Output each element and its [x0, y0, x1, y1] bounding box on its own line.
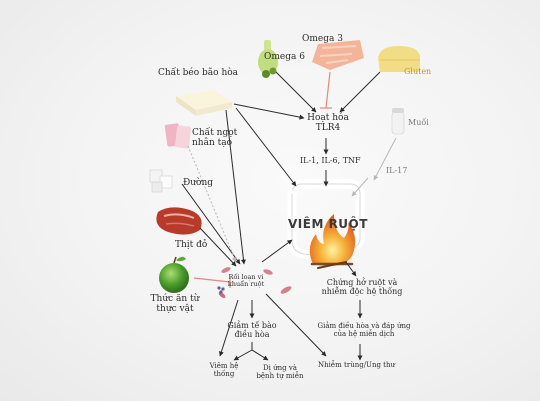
- arrow-fat-tlr4: [233, 103, 305, 120]
- bacteria-icon: [217, 267, 292, 298]
- label-salt: Muối: [408, 118, 429, 127]
- inhibit-plant-dysbiosis: [193, 276, 231, 288]
- inhibit-omega3-tlr4: [320, 71, 332, 109]
- label-treg: Giảm tế bào điều hòa: [227, 321, 277, 340]
- arrow-sweetener-dysbiosis: [187, 145, 237, 263]
- label-il17: IL-17: [386, 166, 408, 175]
- arrow-fat-colitis: [235, 107, 297, 187]
- arrow-sugar-dysbiosis: [181, 183, 241, 265]
- arrow-meat-dysbiosis: [199, 227, 237, 267]
- label-gluten: Gluten: [404, 67, 432, 76]
- label-plant-food: Thức ăn từ thực vật: [150, 294, 200, 315]
- arrow-fat-dysbiosis: [225, 109, 246, 265]
- label-omega6: Omega 6: [264, 52, 305, 62]
- label-red-meat: Thịt đỏ: [175, 240, 208, 250]
- arrow-il17-colitis: [351, 177, 369, 197]
- arrow-dysbiosis-systemic: [218, 299, 239, 357]
- salt-shaker-icon: [391, 108, 405, 135]
- arrow-colitis-barrier: [345, 261, 357, 277]
- gluten-bread-icon: [378, 46, 420, 72]
- arrows: [181, 71, 381, 361]
- arrow-treg-allergy: [251, 349, 269, 361]
- arrow-omega6-tlr4: [275, 71, 317, 113]
- arrow-salt-il17: [373, 137, 397, 181]
- label-immune: Giảm điều hòa và đáp ứng của hệ miễn dịc…: [317, 322, 411, 339]
- omega6-bottle-icon: [258, 40, 278, 78]
- arrow-gluten-tlr4: [339, 71, 381, 113]
- label-tlr4: Hoạt hóa TLR4: [307, 113, 349, 134]
- label-sweetener: Chất ngọt nhân tạo: [192, 128, 238, 149]
- butter-icon: [176, 90, 232, 116]
- apple-icon: [159, 256, 189, 293]
- arrow-dysbiosis-colitis: [261, 239, 293, 263]
- fire-icon: [309, 214, 356, 269]
- label-saturated-fat: Chất béo bão hòa: [158, 68, 239, 78]
- sugar-cubes-icon: [149, 169, 173, 193]
- label-sugar: Đường: [183, 178, 214, 188]
- arrow-dysbiosis-infection: [265, 293, 327, 357]
- sweetener-packets-icon: [164, 123, 191, 149]
- label-allergy-autoimmune: Dị ứng và bệnh tự miễn: [256, 364, 304, 381]
- label-infection-cancer: Nhiễm trùng/Ung thư: [318, 361, 395, 369]
- red-meat-icon: [156, 207, 202, 235]
- label-systemic-inflammation: Viêm hệ thống: [209, 362, 239, 379]
- label-cytokines: IL-1, IL-6, TNF: [300, 156, 361, 165]
- arrow-treg-systemic: [233, 342, 253, 361]
- label-omega3: Omega 3: [302, 34, 343, 44]
- label-barrier: Chứng hở ruột và nhiễm độc hệ thống: [321, 278, 403, 297]
- label-colitis: VIÊM RUỘT: [288, 217, 368, 231]
- label-dysbiosis: Rối loạn vi khuẩn ruột: [227, 273, 265, 289]
- weak-arrows: [187, 137, 397, 263]
- omega3-salmon-icon: [312, 40, 364, 70]
